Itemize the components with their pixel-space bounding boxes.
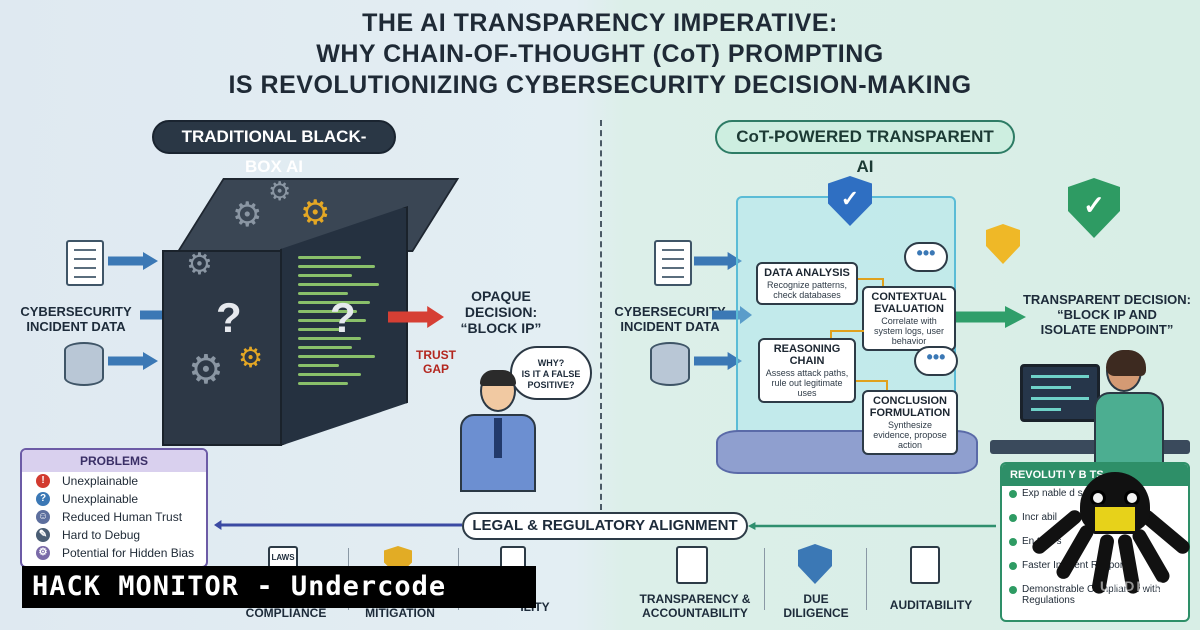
incident-data-label: CYBERSECURITY INCIDENT DATA xyxy=(614,304,726,334)
problem-item: !Unexplainable xyxy=(22,472,206,490)
lock-shield-icon xyxy=(798,544,832,584)
infographic-title: THE AI TRANSPARENCY IMPERATIVE: WHY CHAI… xyxy=(0,8,1200,101)
bottom-label-auditability: AUDITABILITY xyxy=(889,598,973,612)
problem-item: ☺Reduced Human Trust xyxy=(36,510,183,524)
watermark: UNDE ODE xyxy=(1100,578,1190,594)
question-mark-icon: ? xyxy=(330,294,356,341)
step-connector xyxy=(856,380,888,390)
cot-header: CoT-POWERED TRANSPARENT AI xyxy=(715,120,1015,176)
audit-document-icon xyxy=(910,546,940,584)
opaque-decision-label: OPAQUE DECISION: “BLOCK IP” xyxy=(460,288,542,336)
input-arrow xyxy=(694,252,742,270)
question-mark-icon: ? xyxy=(216,294,242,341)
decision-arrow xyxy=(956,306,1026,328)
document-icon xyxy=(654,240,692,286)
benefit-item: Incr abil xyxy=(1002,510,1188,534)
step-contextual-evaluation: CONTEXTUAL EVALUATION Correlate with sys… xyxy=(862,286,956,351)
decision-arrow xyxy=(388,306,444,328)
code-lines xyxy=(298,250,388,391)
black-box-front xyxy=(162,250,282,446)
benefit-item: Faster Incident Response xyxy=(1002,558,1188,582)
problem-item: ✎Hard to Debug xyxy=(22,526,206,544)
legal-arrow-left xyxy=(214,520,462,530)
benefit-item: Exp nable d s xyxy=(1002,486,1188,510)
problem-item: ⚙Potential for Hidden Bias xyxy=(22,544,206,562)
question-bubble: WHY? IS IT A FALSE POSITIVE? xyxy=(510,346,592,400)
gear-icon: ⚙ xyxy=(300,194,331,232)
step-data-analysis: DATA ANALYSIS Recognize patterns, check … xyxy=(756,262,858,305)
security-analyst xyxy=(1060,350,1170,470)
document-search-icon xyxy=(676,546,708,584)
input-arrow xyxy=(694,352,742,370)
thought-bubble-icon: ••• xyxy=(904,242,948,272)
check-icon: ✓ xyxy=(840,186,860,211)
legal-alignment-bar: LEGAL & REGULATORY ALIGNMENT xyxy=(462,512,748,540)
title-line-1: THE AI TRANSPARENCY IMPERATIVE: xyxy=(362,9,838,37)
confused-analyst xyxy=(448,370,548,492)
bottom-label-transparency: TRANSPARENCY & ACCOUNTABILITY xyxy=(639,592,751,620)
thought-bubble-icon: ••• xyxy=(914,346,958,376)
gear-icon: ⚙ xyxy=(238,342,264,373)
step-connector xyxy=(830,330,864,338)
monitor-icon xyxy=(1020,364,1100,422)
document-icon xyxy=(66,240,104,286)
gear-icon: ⚙ xyxy=(188,348,224,392)
legal-arrow-right xyxy=(748,522,996,530)
shield-icon xyxy=(986,224,1020,264)
input-arrow xyxy=(108,352,158,370)
title-line-3: IS REVOLUTIONIZING CYBERSECURITY DECISIO… xyxy=(228,71,972,99)
incident-data-label: CYBERSECURITY INCIDENT DATA xyxy=(20,304,132,334)
step-reasoning-chain: REASONING CHAIN Assess attack paths, rul… xyxy=(758,338,856,403)
input-arrow xyxy=(712,306,752,324)
problems-panel: PROBLEMS !Unexplainable ?Unexplainable ☺… xyxy=(20,448,208,568)
problems-header: PROBLEMS xyxy=(22,450,206,472)
trust-gap-label: TRUST GAP xyxy=(416,348,456,376)
transparent-decision-label: TRANSPARENT DECISION: “BLOCK IP AND ISOL… xyxy=(1022,292,1192,337)
benefits-header: REVOLUTI Y B TS xyxy=(1002,464,1188,486)
separator xyxy=(764,548,765,610)
database-icon xyxy=(650,342,690,386)
problem-item: ?Unexplainable xyxy=(22,490,206,508)
benefit-item: Demonstrable Compliance with Regulations xyxy=(1002,582,1188,608)
separator xyxy=(866,548,867,610)
step-conclusion-formulation: CONCLUSION FORMULATION Synthesize eviden… xyxy=(862,390,958,455)
database-icon xyxy=(64,342,104,386)
title-line-2: WHY CHAIN-OF-THOUGHT (CoT) PROMPTING xyxy=(316,40,884,68)
bottom-label-compliance: COMPLIANCE xyxy=(245,606,327,620)
hack-monitor-banner: HACK MONITOR - Undercode xyxy=(22,566,536,608)
octopus-logo xyxy=(1029,462,1193,602)
black-box-header: TRADITIONAL BLACK-BOX AI xyxy=(152,120,396,176)
check-icon: ✓ xyxy=(1083,190,1105,220)
center-divider xyxy=(600,120,602,510)
step-connector xyxy=(858,278,884,286)
bottom-label-mitigation: MITIGATION xyxy=(365,606,435,620)
input-arrow xyxy=(108,252,158,270)
bottom-label-due-diligence: DUE DILIGENCE xyxy=(783,592,849,620)
gear-icon: ⚙ xyxy=(268,176,292,206)
gear-icon: ⚙ xyxy=(186,248,213,281)
gear-icon: ⚙ xyxy=(232,196,263,234)
